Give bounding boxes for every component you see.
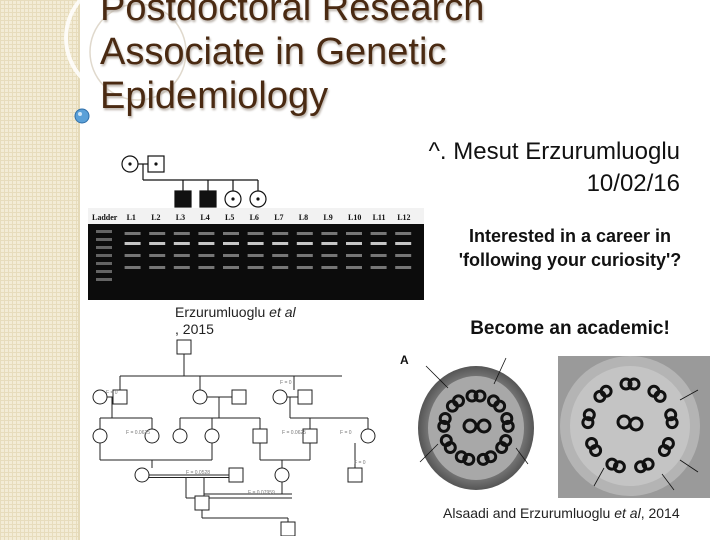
pedigree-f-label: F = 0.0625 xyxy=(126,430,150,436)
mini-pedigree xyxy=(121,155,267,208)
gel-lane-label: L4 xyxy=(200,213,209,222)
author-name: ^. Mesut Erzurumluoglu xyxy=(428,138,680,165)
cilium-cross-section-a xyxy=(418,366,534,490)
gel-lane-label: L7 xyxy=(274,213,283,222)
gel-lane-label: L12 xyxy=(397,213,410,222)
gel-lane-label: L1 xyxy=(127,213,136,222)
gel-lane-label: L6 xyxy=(250,213,259,222)
gel-lane-label: Ladder xyxy=(92,213,118,222)
gel-lane-label: L3 xyxy=(176,213,185,222)
gel-lane-label: L5 xyxy=(225,213,234,222)
gel-lane-label: L9 xyxy=(323,213,332,222)
cilia-caption: Alsaadi and Erzurumluoglu et al, 2014 xyxy=(443,505,680,521)
pedigree-f-label: F = 0 xyxy=(106,390,118,396)
slide-date: 10/02/16 xyxy=(586,170,680,197)
author-block: ^. Mesut Erzurumluoglu 10/02/16 xyxy=(429,136,680,200)
call-to-action: Become an academic! xyxy=(470,318,670,339)
sidebar-edge xyxy=(78,0,80,540)
panel-a-label: A xyxy=(400,353,409,367)
sidebar-texture xyxy=(0,0,78,540)
pedigree-f-label: F = 0 xyxy=(280,380,292,386)
gel-caption: Erzurumluoglu et al, 2015 xyxy=(175,304,296,337)
gel-lane-label: L2 xyxy=(151,213,160,222)
pedigree-f-label: F = 0 xyxy=(340,430,352,436)
slide-title: Postdoctoral Research Associate in Genet… xyxy=(100,0,485,117)
pedigree-diagram: F = 0 F = 0 F = 0.0625 F = 0.0625 F = 0 F = 0… xyxy=(92,339,376,536)
decorative-arcs xyxy=(64,0,187,124)
pedigree-f-label: F = 0.0625 xyxy=(282,430,306,436)
gel-lane-label: L11 xyxy=(373,213,386,222)
pedigree-f-label: F = 0 xyxy=(354,460,366,466)
pedigree-f-label: F = 0.0528 xyxy=(186,470,210,476)
pedigree-f-label: F = 0.07959 xyxy=(248,490,275,496)
tagline: Interested in a career in 'following you… xyxy=(458,226,682,270)
cilium-cross-section-b xyxy=(558,356,710,498)
gel-lane-label: L8 xyxy=(299,213,308,222)
pedigree-male-icon xyxy=(176,339,192,355)
accent-ball-icon xyxy=(74,108,90,124)
gel-lane-label: L10 xyxy=(348,213,361,222)
gel-figure: Ladder L1 L2 L3 L4 L5 L6 L7 L8 L9 L10 L11 L12 xyxy=(88,155,424,300)
cilia-micrograph-figure: A B xyxy=(398,344,712,498)
